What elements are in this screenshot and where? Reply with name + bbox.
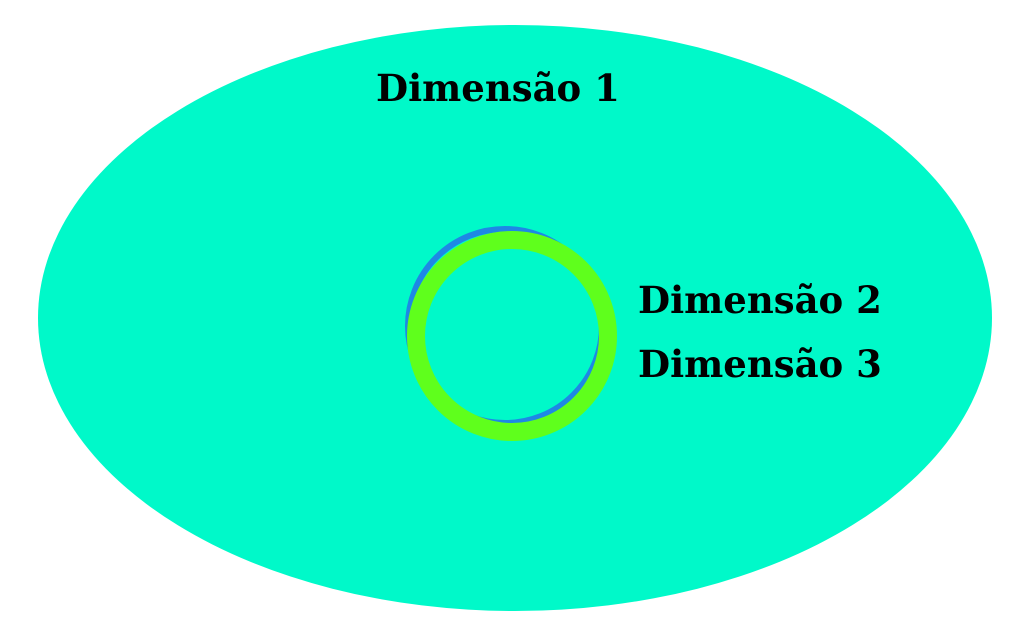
dimension-1-label: Dimensão 1 [376, 66, 620, 110]
dimension-3-ring [407, 231, 617, 441]
dimension-3-label: Dimensão 3 [638, 342, 882, 386]
dimension-2-label: Dimensão 2 [638, 278, 882, 322]
dimension-1-ellipse [38, 25, 992, 611]
